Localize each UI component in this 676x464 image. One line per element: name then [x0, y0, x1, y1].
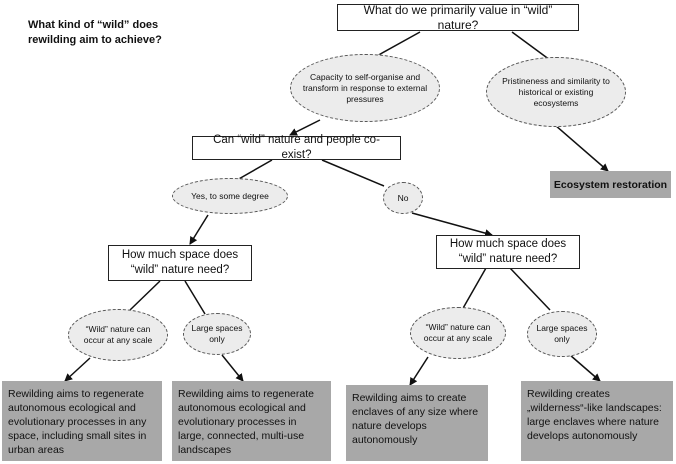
outcome-large-landscapes: Rewilding aims to regenerate autonomous … — [172, 381, 331, 461]
question-coexist: Can “wild” nature and people co-exist? — [192, 134, 401, 161]
connector-q2-yes — [236, 159, 273, 181]
connector-no-q3right — [411, 212, 493, 238]
connector-left-large-o2 — [221, 354, 244, 382]
connector-yes-q3left — [189, 214, 209, 245]
outcome-ecosystem-restoration: Ecosystem restoration — [550, 171, 671, 198]
option-no: No — [383, 182, 423, 214]
option-pristineness: Pristineness and similarity to historica… — [486, 57, 626, 127]
connector-right-anyscale-o3 — [409, 356, 429, 386]
connector-q3right-large — [509, 267, 551, 311]
option-right-any-scale: “Wild” nature can occur at any scale — [410, 307, 506, 359]
diagram-title-note: What kind of “wild” does rewilding aim t… — [28, 19, 162, 46]
connector-left-anyscale-o1 — [64, 357, 91, 382]
option-yes-some-degree: Yes, to some degree — [172, 178, 288, 214]
connector-q1-pristineness — [511, 31, 551, 61]
connector-q3left-large — [184, 280, 206, 315]
connector-pristineness-eco — [554, 124, 609, 172]
option-self-organise: Capacity to self-organise and transform … — [290, 54, 440, 122]
connector-self-organise-q2 — [289, 119, 321, 136]
connector-q1-self-organise — [374, 31, 421, 58]
option-left-any-scale: “Wild” nature can occur at any scale — [68, 309, 168, 361]
option-left-large-spaces: Large spaces only — [183, 313, 251, 355]
connector-q3right-anyscale — [461, 267, 487, 311]
option-right-large-spaces: Large spaces only — [527, 311, 597, 357]
connector-q2-no — [321, 159, 385, 187]
outcome-enclaves-any-size: Rewilding aims to create enclaves of any… — [346, 385, 488, 461]
question-primary-value: What do we primarily value in “wild” nat… — [337, 3, 579, 32]
question-space-right: How much space does “wild” nature need? — [436, 235, 580, 269]
connector-q3left-anyscale — [129, 280, 161, 311]
outcome-wilderness-landscapes: Rewilding creates „wilderness“-like land… — [521, 381, 673, 461]
question-space-left: How much space does “wild” nature need? — [108, 245, 252, 281]
connector-right-large-o4 — [569, 354, 601, 382]
outcome-any-space: Rewilding aims to regenerate autonomous … — [2, 381, 162, 461]
